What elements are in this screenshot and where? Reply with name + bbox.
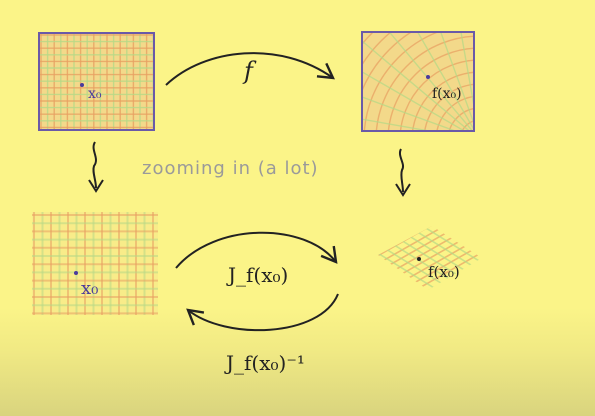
- grid-line: [439, 32, 474, 126]
- label-f: f: [242, 57, 257, 85]
- grid-line: [362, 71, 466, 131]
- grid-line: [388, 32, 474, 131]
- label-jacobian-inverse: J_f(x₀)⁻¹: [224, 351, 305, 375]
- grid-curve: [424, 83, 474, 131]
- grid-curve: [411, 71, 474, 131]
- input-grid: x₀: [38, 32, 155, 131]
- grid-line: [362, 40, 471, 131]
- point-f-x0: [426, 75, 430, 79]
- output-grid-frame: [361, 31, 475, 132]
- grid-line: [390, 235, 482, 290]
- grid-curve: [362, 32, 393, 67]
- zoom-arrow-left-head: [88, 179, 104, 193]
- zoom-arrow-right-head: [395, 183, 411, 197]
- label-x0-top: x₀: [88, 86, 102, 102]
- grid-curve: [399, 59, 474, 131]
- input-grid-frame: [38, 32, 155, 131]
- label-fx0-bottom: f(x₀): [428, 263, 460, 281]
- zoom-caption: zooming in (a lot): [142, 158, 319, 179]
- label-jacobian: J_f(x₀): [226, 263, 288, 287]
- label-x0-bottom: x₀: [81, 278, 98, 299]
- zoomed-input-grid: x₀: [32, 212, 158, 315]
- zoomed-output-grid: f(x₀): [378, 226, 482, 290]
- zoom-arrow-left: [92, 141, 97, 189]
- grid-line: [404, 226, 482, 275]
- grid-curve: [362, 32, 413, 93]
- grid-curve: [387, 47, 474, 131]
- grid-line: [378, 226, 470, 281]
- point-x0-zoomed: [74, 271, 78, 275]
- grid-line: [378, 236, 463, 290]
- arrow-jacobian-inverse: [186, 293, 339, 332]
- point-f-x0-zoomed: [417, 257, 421, 261]
- grid-line: [362, 118, 433, 131]
- arrow-jacobian: [175, 231, 338, 269]
- point-x0: [80, 83, 84, 87]
- grid-line: [460, 32, 474, 111]
- grid-line: [416, 32, 474, 131]
- grid-curve: [375, 35, 474, 131]
- grid-curve: [461, 120, 474, 131]
- zoom-arrow-right: [399, 148, 404, 193]
- grid-curve: [363, 32, 440, 131]
- grid-line: [397, 226, 482, 280]
- label-fx0-top: f(x₀): [432, 86, 462, 102]
- grid-curve: [448, 107, 474, 131]
- arrow-f: [165, 52, 335, 86]
- output-grid: f(x₀): [361, 31, 475, 132]
